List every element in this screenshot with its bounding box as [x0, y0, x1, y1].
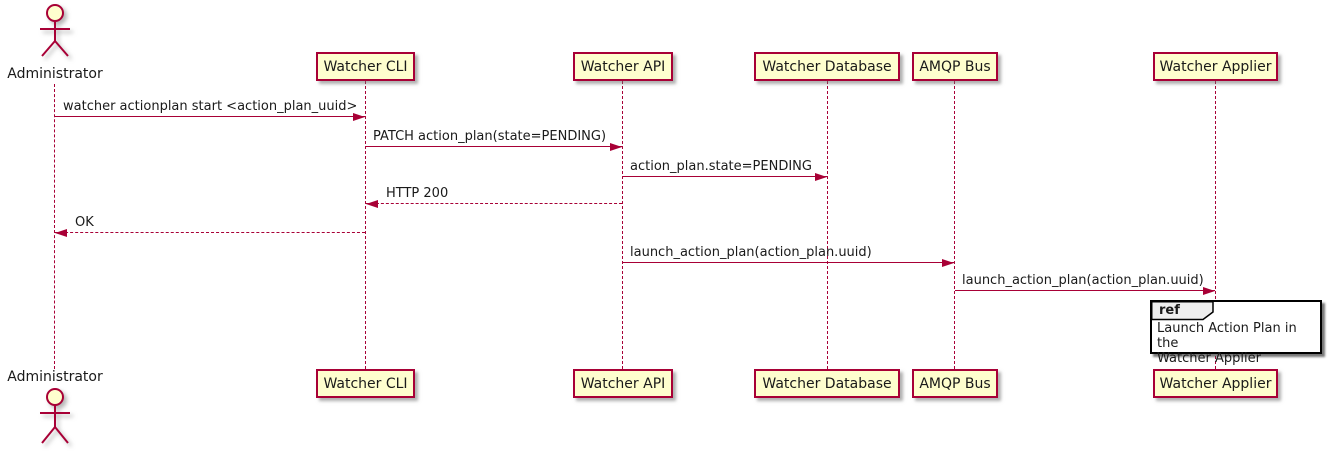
message-label: PATCH action_plan(state=PENDING)	[373, 129, 607, 144]
ref-text-line1: Launch Action Plan in the	[1157, 321, 1297, 351]
message-line	[623, 262, 954, 263]
arrowhead-right-icon	[942, 259, 954, 267]
message-label: OK	[75, 215, 94, 230]
lifeline-amqp-bus	[954, 81, 955, 369]
lifeline-watcher-cli	[365, 81, 366, 369]
message-label: action_plan.state=PENDING	[630, 159, 812, 174]
lifeline-watcher-api	[622, 81, 623, 369]
arrowhead-right-icon	[610, 143, 622, 151]
message-line	[55, 232, 365, 233]
arrowhead-right-icon	[353, 113, 365, 121]
participant-watcher-applier-bottom: Watcher Applier	[1153, 369, 1278, 398]
participant-amqp-bus-top: AMQP Bus	[912, 52, 998, 81]
actor-name-top: Administrator	[7, 66, 103, 82]
ref-keyword: ref	[1159, 303, 1180, 318]
actor-icon	[40, 388, 70, 444]
participant-watcher-applier-top: Watcher Applier	[1153, 52, 1278, 81]
ref-fragment: ref Launch Action Plan in the Watcher Ap…	[1150, 300, 1322, 366]
arrowhead-left-icon	[55, 229, 67, 237]
arrowhead-right-icon	[815, 173, 827, 181]
participant-watcher-api-bottom: Watcher API	[573, 369, 673, 398]
message-label: watcher actionplan start <action_plan_uu…	[63, 99, 358, 114]
message-label: launch_action_plan(action_plan.uuid)	[630, 245, 872, 260]
message-label: HTTP 200	[386, 186, 449, 201]
participant-watcher-cli-top: Watcher CLI	[316, 52, 415, 81]
lifeline-watcher-database	[827, 81, 828, 369]
ref-text-line2: Watcher Applier	[1157, 351, 1261, 366]
participant-watcher-api-top: Watcher API	[573, 52, 673, 81]
participant-watcher-database-top: Watcher Database	[754, 52, 900, 81]
message-line	[366, 203, 622, 204]
message-line	[623, 176, 827, 177]
participant-watcher-cli-bottom: Watcher CLI	[316, 369, 415, 398]
lifeline-watcher-applier	[1215, 81, 1216, 369]
arrowhead-right-icon	[1203, 287, 1215, 295]
lifeline-administrator	[54, 84, 55, 369]
participant-watcher-database-bottom: Watcher Database	[754, 369, 900, 398]
arrowhead-left-icon	[366, 200, 378, 208]
message-line	[955, 290, 1215, 291]
ref-text: Launch Action Plan in the Watcher Applie…	[1157, 321, 1317, 366]
participant-amqp-bus-bottom: AMQP Bus	[912, 369, 998, 398]
actor-icon	[40, 4, 70, 57]
ref-header-pentagon-icon	[1151, 301, 1214, 321]
message-label: launch_action_plan(action_plan.uuid)	[962, 273, 1204, 288]
message-line	[55, 116, 366, 117]
message-line	[366, 146, 622, 147]
actor-name-bottom: Administrator	[7, 369, 103, 385]
